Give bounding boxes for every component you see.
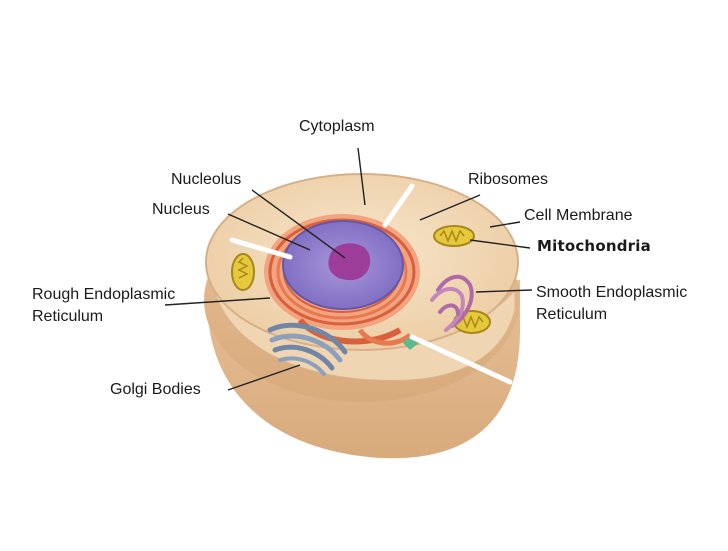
golgi-illustration [267, 322, 348, 376]
rough-er-leader [164, 297, 271, 306]
cell-membrane-leader [489, 221, 521, 228]
label-cell-membrane: Cell Membrane [524, 207, 633, 224]
smooth-er-illustration [430, 274, 474, 332]
golgi-leader [227, 364, 301, 391]
label-rough-er-line1: Rough Endoplasmic [32, 286, 176, 303]
label-golgi: Golgi Bodies [110, 381, 201, 398]
label-ribosomes: Ribosomes [468, 171, 549, 188]
ribosomes-leader [419, 194, 481, 221]
label-nucleolus: Nucleolus [171, 171, 242, 188]
leader-lines [164, 147, 533, 391]
label-cytoplasm: Cytoplasm [299, 118, 375, 135]
nucleolus-leader [251, 189, 346, 259]
mitochondria-leader [469, 239, 531, 249]
label-mitochondria: Mitochondria [537, 237, 651, 255]
label-smooth-er-line2: Reticulum [536, 306, 608, 323]
mitochondria-illustration [231, 225, 491, 334]
label-smooth-er: Smooth Endoplasmic Reticulum [536, 282, 687, 326]
cytoplasm-leader [357, 147, 366, 206]
label-nucleus: Nucleus [152, 201, 210, 218]
smooth-er-leader [475, 289, 533, 293]
label-rough-er-line2: Reticulum [32, 308, 104, 325]
nucleolus-illustration [328, 243, 371, 281]
nucleus-leader [227, 213, 311, 251]
label-smooth-er-line1: Smooth Endoplasmic [536, 284, 688, 301]
highlight-lines [229, 183, 513, 385]
label-rough-er: Rough Endoplasmic Reticulum [32, 284, 175, 328]
